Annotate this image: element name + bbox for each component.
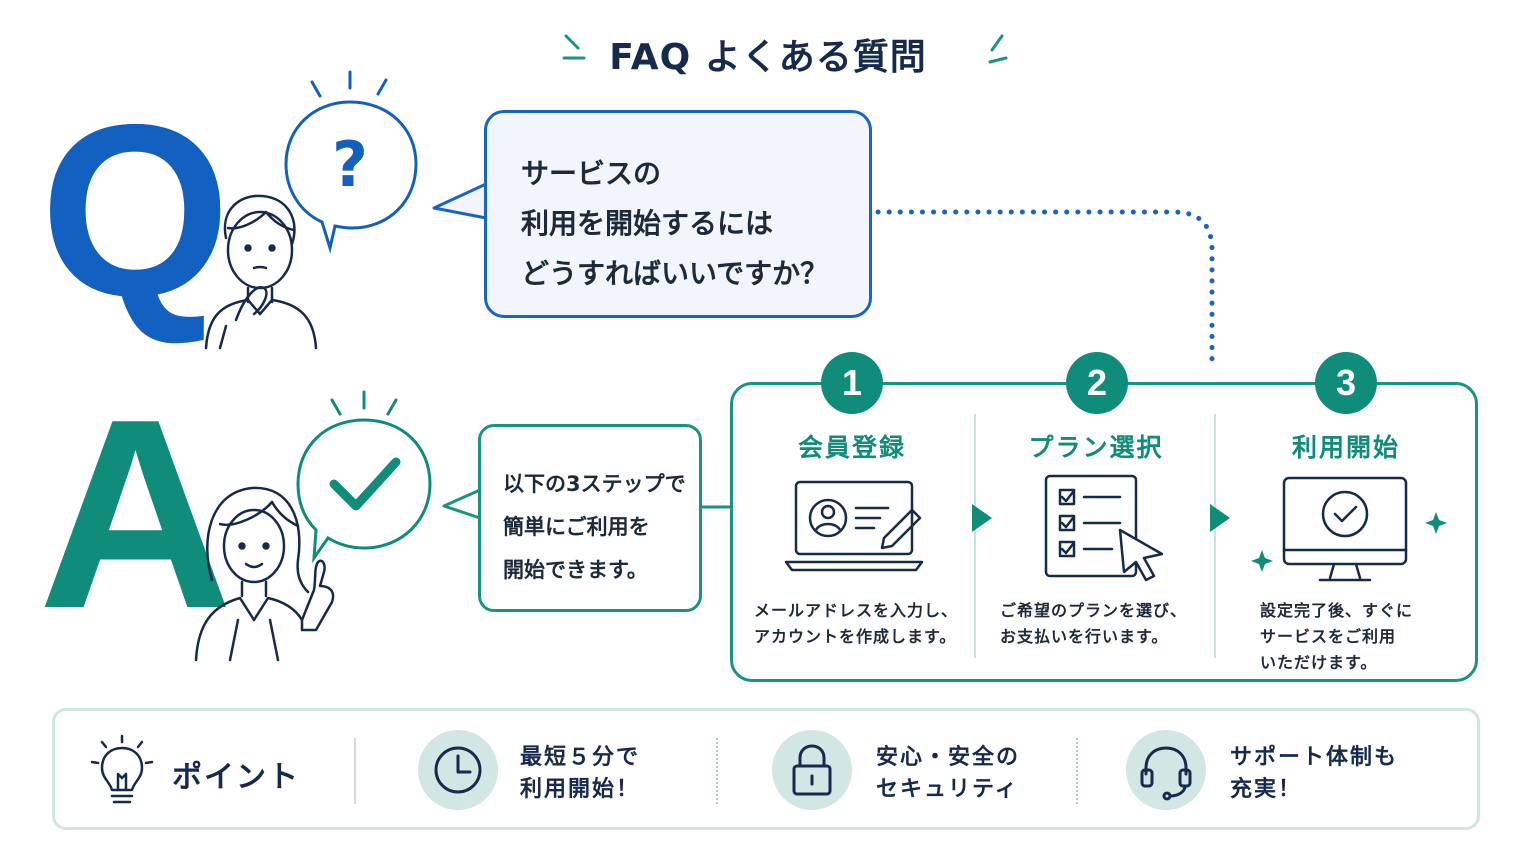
title-accent-right — [988, 34, 1008, 64]
question-letter: Q — [40, 73, 231, 347]
point-line: セキュリティ — [876, 777, 1019, 802]
laptop-profile-icon — [784, 480, 924, 572]
point-line: 利用開始！ — [520, 777, 641, 802]
points-bar — [52, 708, 1480, 830]
step-desc-3: 設定完了後、すぐに サービスをご利用 いただけます。 — [1260, 598, 1413, 676]
pointing-woman-icon — [194, 486, 335, 662]
monitor-check-icon — [1251, 476, 1447, 582]
answer-letter: A — [38, 364, 233, 665]
step-title-1: 会員登録 — [797, 433, 906, 462]
step-desc-line: ご希望のプランを選び、 — [1000, 601, 1188, 620]
answer-bubble: 以下の3ステップで 簡単にご利用を 開始できます。 — [478, 424, 702, 612]
point-icon-circle — [1126, 730, 1206, 810]
point-line: サポート体制も — [1230, 745, 1399, 770]
step-arrow-icon — [972, 504, 992, 532]
step-title-3: 利用開始 — [1291, 433, 1400, 462]
point-icon-circle — [772, 730, 852, 810]
clock-icon — [434, 746, 482, 794]
question-bubble-tail — [432, 182, 487, 220]
question-line: 利用を開始するには — [521, 207, 774, 240]
checklist-cursor-icon — [1044, 474, 1164, 582]
points-separator — [354, 738, 356, 804]
question-line: どうすればいいですか？ — [521, 257, 829, 290]
step-desc-line: メールアドレスを入力し、 — [754, 601, 959, 620]
point-line: 最短５分で — [520, 745, 641, 770]
dotted-connector — [875, 209, 1215, 371]
answer-line: 開始できます。 — [503, 558, 648, 582]
step-number-3: 3 — [1315, 352, 1377, 414]
step-number-2: 2 — [1066, 352, 1128, 414]
step-desc-line: お支払いを行います。 — [1000, 627, 1169, 646]
point-text-3: サポート体制も 充実！ — [1230, 742, 1398, 806]
question-bubble: サービスの 利用を開始するには どうすればいいですか？ — [484, 110, 872, 318]
step-divider — [1214, 414, 1216, 658]
step-title-2: プラン選択 — [1028, 433, 1164, 462]
points-separator — [716, 738, 718, 804]
answer-bubble-tail — [442, 488, 481, 520]
step-desc-line: いただけます。 — [1260, 653, 1378, 672]
thinking-man-icon — [204, 194, 318, 350]
step-arrow-icon — [1210, 504, 1230, 532]
step-desc-line: アカウントを作成します。 — [754, 627, 957, 646]
step-desc-2: ご希望のプランを選び、 お支払いを行います。 — [1000, 598, 1187, 650]
point-text-1: 最短５分で 利用開始！ — [520, 742, 640, 806]
answer-connector — [700, 505, 734, 509]
point-line: 充実！ — [1230, 777, 1303, 802]
step-number-1: 1 — [821, 352, 883, 414]
svg-text:?: ? — [332, 128, 368, 201]
points-label: ポイント — [172, 760, 300, 795]
question-mark-icon: ? — [284, 70, 418, 254]
headset-icon — [1140, 746, 1192, 801]
lock-icon — [792, 744, 832, 796]
page-title: FAQ よくある質問 — [609, 37, 927, 78]
check-bubble-icon — [296, 390, 432, 564]
title-accent-left — [562, 34, 586, 60]
point-text-2: 安心・安全の セキュリティ — [876, 742, 1020, 806]
points-separator — [1076, 738, 1078, 804]
question-line: サービスの — [521, 157, 662, 190]
step-desc-1: メールアドレスを入力し、 アカウントを作成します。 — [754, 598, 958, 650]
answer-line: 簡単にご利用を — [503, 515, 650, 539]
answer-line: 以下の3ステップで — [503, 472, 686, 496]
point-line: 安心・安全の — [876, 745, 1021, 770]
step-desc-line: 設定完了後、すぐに — [1260, 601, 1414, 620]
step-divider — [974, 414, 976, 658]
lightbulb-icon — [90, 734, 154, 804]
step-desc-line: サービスをご利用 — [1260, 627, 1397, 646]
